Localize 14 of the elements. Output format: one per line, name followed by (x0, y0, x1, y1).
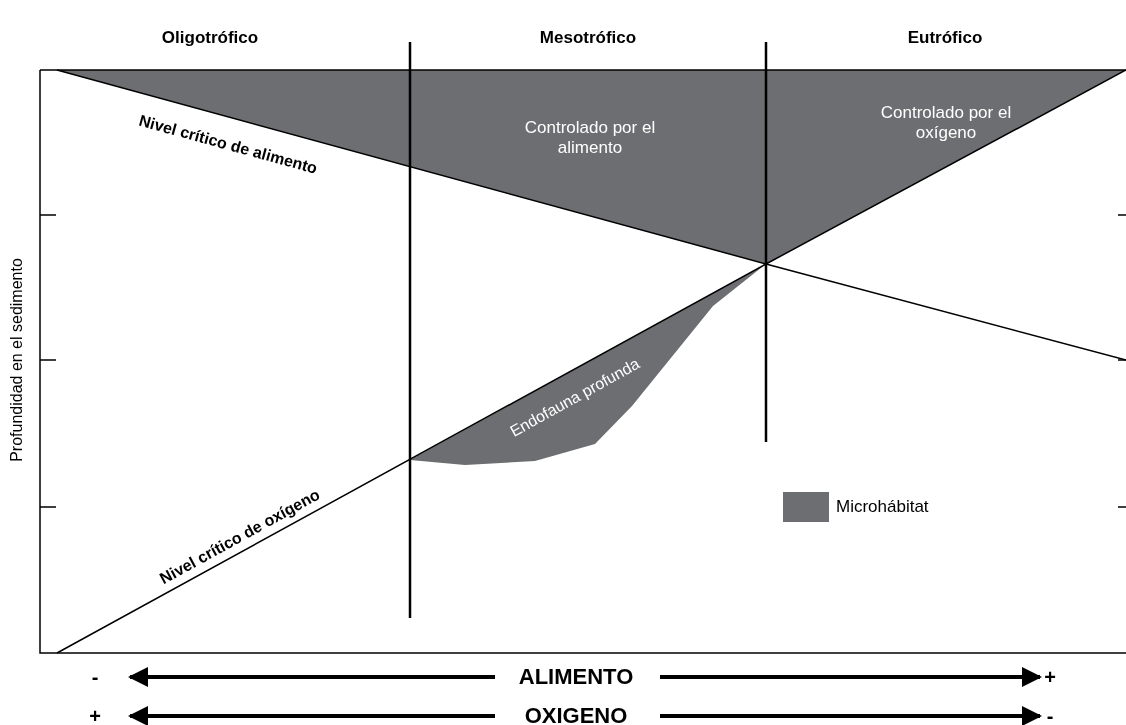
axis-label: Profundidad en el sedimento (7, 258, 26, 462)
column-heading: Mesotrófico (539, 28, 637, 48)
region-label: Controlado por el oxígeno (879, 103, 1013, 143)
axis-sign: - (91, 665, 99, 689)
region-label: Controlado por el alimento (523, 118, 657, 158)
line-label: Nivel crítico de alimento (136, 111, 320, 179)
axis-title: ALIMENTO (518, 664, 634, 690)
axis-sign: + (89, 704, 101, 725)
axis-sign: - (1046, 704, 1054, 725)
column-heading: Oligotrófico (161, 28, 259, 48)
column-heading: Eutrófico (907, 28, 983, 48)
axis-title: OXIGENO (524, 703, 628, 725)
axis-sign: + (1044, 665, 1056, 689)
legend-label: Microhábitat (836, 497, 929, 517)
